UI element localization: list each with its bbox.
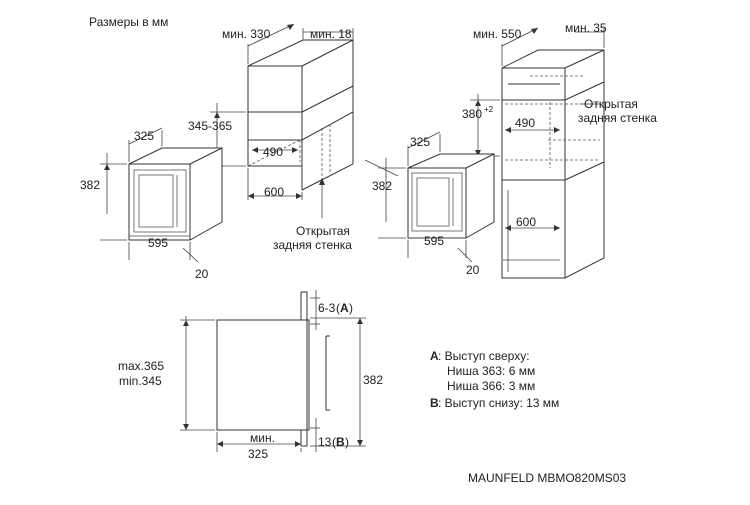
tl-niche-width: 600: [264, 185, 284, 199]
side-section-drawing: [180, 290, 366, 452]
top-left-group: мин. 330 мин. 18 345-365 490 600 Открыта…: [80, 23, 354, 281]
tl-niche-height-label: 345-365: [188, 119, 232, 133]
side-bottom-gap-paren-open: (: [332, 435, 336, 449]
wall-cabinet-drawing: [210, 23, 354, 218]
side-depth-label-line1: мин.: [250, 431, 275, 445]
tr-niche-inner-width: 490: [515, 116, 535, 130]
tl-niche-gap-label: мин. 18: [310, 27, 352, 41]
tr-oven-depth: 325: [410, 135, 430, 149]
tr-front-thickness: 20: [466, 263, 480, 277]
tr-back-note-line2: задняя стенка: [578, 111, 657, 125]
side-overall-height: 382: [363, 373, 383, 387]
model-label: MAUNFELD MBMO820MS03: [468, 471, 626, 485]
tr-oven-drawing: [364, 131, 495, 263]
tl-oven-width: 595: [148, 236, 168, 250]
tr-oven-width: 595: [424, 234, 444, 248]
tl-niche-depth-label: мин. 330: [222, 27, 271, 41]
diagram-title: Размеры в мм: [89, 15, 168, 29]
legend: A : Выступ сверху: Ниша 363: 6 мм Ниша 3…: [430, 349, 559, 410]
side-depth-label-line2: 325: [248, 447, 268, 461]
legend-b-key: B: [430, 396, 439, 410]
legend-a-line3: Ниша 366: 3 мм: [447, 379, 535, 393]
tall-cabinet-drawing: [470, 27, 605, 279]
tl-back-note-line1: Открытая: [296, 224, 350, 238]
tr-niche-height-tol: +2: [484, 105, 494, 114]
side-top-gap-paren-close: ): [349, 301, 353, 315]
side-bottom-gap-paren-close: ): [345, 435, 349, 449]
tl-niche-inner-width: 490: [263, 145, 283, 159]
legend-a-text: : Выступ сверху:: [438, 349, 530, 363]
tr-niche-height-label: 380: [462, 107, 482, 121]
tl-oven-height: 382: [80, 178, 100, 192]
tr-back-note-line1: Открытая: [584, 97, 638, 111]
tl-back-note-line2: задняя стенка: [273, 238, 352, 252]
side-bottom-gap-ref: B: [336, 435, 345, 449]
side-top-gap: 6-3: [318, 301, 336, 315]
tr-niche-width: 600: [516, 215, 536, 229]
tr-niche-gap-label: мин. 35: [565, 21, 607, 35]
top-right-group: мин. 550 мин. 35 380 +2 490 600 Открытая…: [364, 21, 657, 279]
tl-oven-depth: 325: [134, 129, 154, 143]
tr-niche-depth-label: мин. 550: [473, 27, 522, 41]
side-top-gap-paren-open: (: [336, 301, 340, 315]
legend-a-line2: Ниша 363: 6 мм: [447, 364, 535, 378]
side-bottom-gap: 13: [318, 435, 332, 449]
legend-a-key: A: [430, 349, 439, 363]
tl-oven-drawing: [100, 127, 223, 263]
side-niche-max: max.365: [118, 359, 164, 373]
tr-oven-height: 382: [372, 179, 392, 193]
legend-b-text: : Выступ снизу: 13 мм: [438, 396, 559, 410]
side-niche-min: min.345: [119, 374, 162, 388]
tl-front-thickness: 20: [195, 267, 209, 281]
side-top-gap-ref: A: [340, 301, 349, 315]
